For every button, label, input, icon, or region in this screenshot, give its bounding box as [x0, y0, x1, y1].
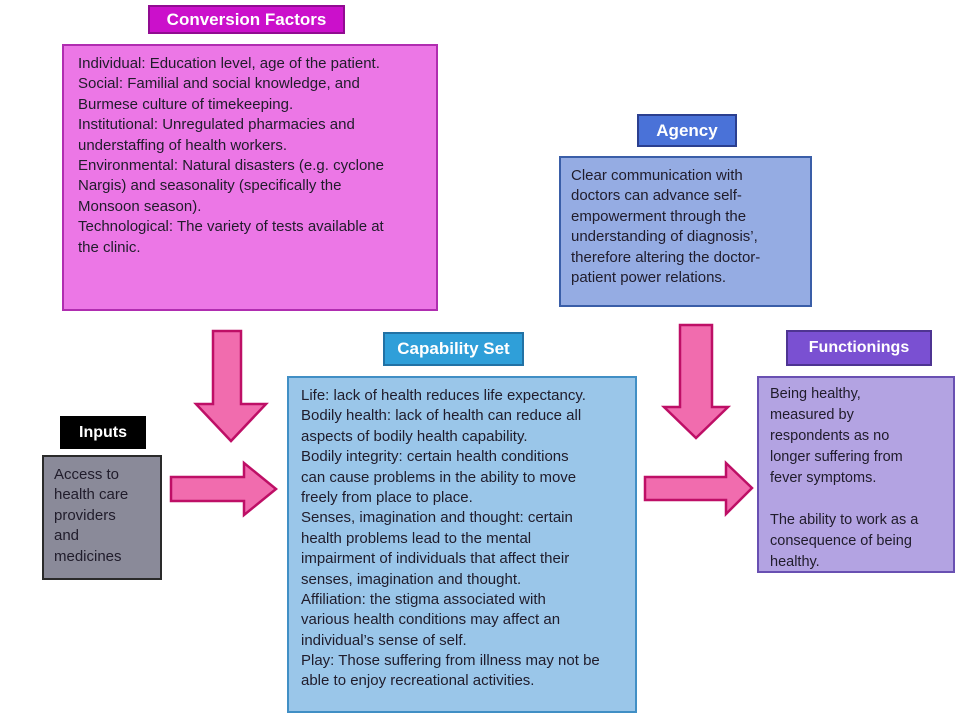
functionings-box: Being healthy, measured by respondents a… — [757, 376, 955, 573]
conversion-factors-box: Individual: Education level, age of the … — [62, 44, 438, 311]
capability-set-label: Capability Set — [383, 332, 524, 366]
inputs-label: Inputs — [60, 416, 146, 449]
agency-down-arrow — [660, 323, 732, 440]
capability-set-box: Life: lack of health reduces life expect… — [287, 376, 637, 713]
capability-to-functionings-arrow — [643, 460, 754, 518]
agency-label: Agency — [637, 114, 737, 147]
inputs-to-capability-arrow — [169, 460, 278, 518]
inputs-box: Access to health care providers and medi… — [42, 455, 162, 580]
agency-box: Clear communication with doctors can adv… — [559, 156, 812, 307]
conversion-factors-down-arrow — [193, 329, 269, 443]
functionings-label: Functionings — [786, 330, 932, 366]
conversion-factors-label: Conversion Factors — [148, 5, 345, 34]
